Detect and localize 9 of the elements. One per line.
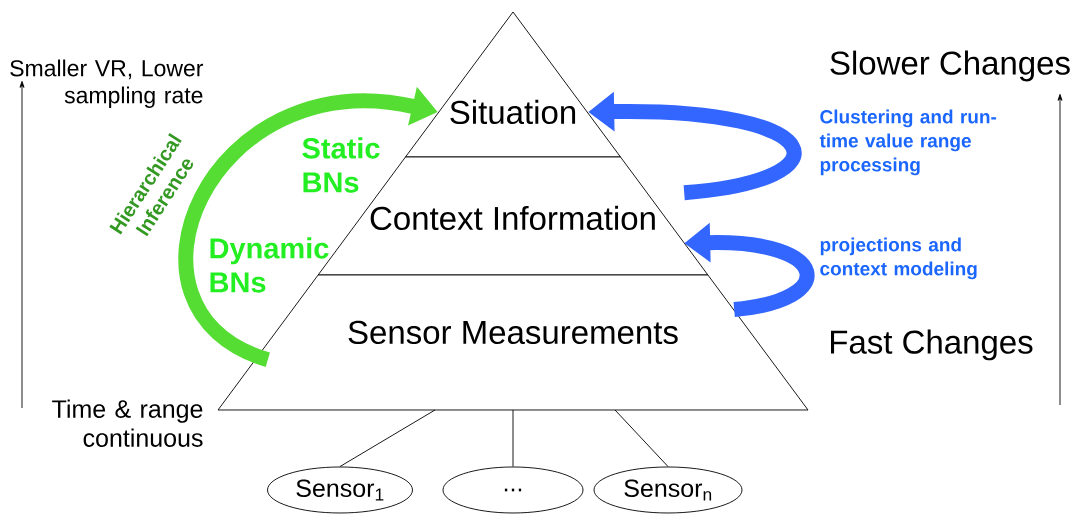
connector-line — [339, 409, 436, 467]
connector-line — [614, 409, 669, 467]
axis-label: Smaller VR, Lower sampling rate — [10, 59, 204, 108]
pyramid-level: Situation — [405, 11, 621, 158]
axis-label: Slower Changes — [830, 50, 1070, 82]
edge-label: Clustering and run-time value range processing — [819, 109, 997, 176]
edge-label: projections and context modeling — [820, 237, 977, 280]
connector-line — [512, 409, 514, 467]
axis-label: Time & range continuous — [52, 399, 203, 447]
